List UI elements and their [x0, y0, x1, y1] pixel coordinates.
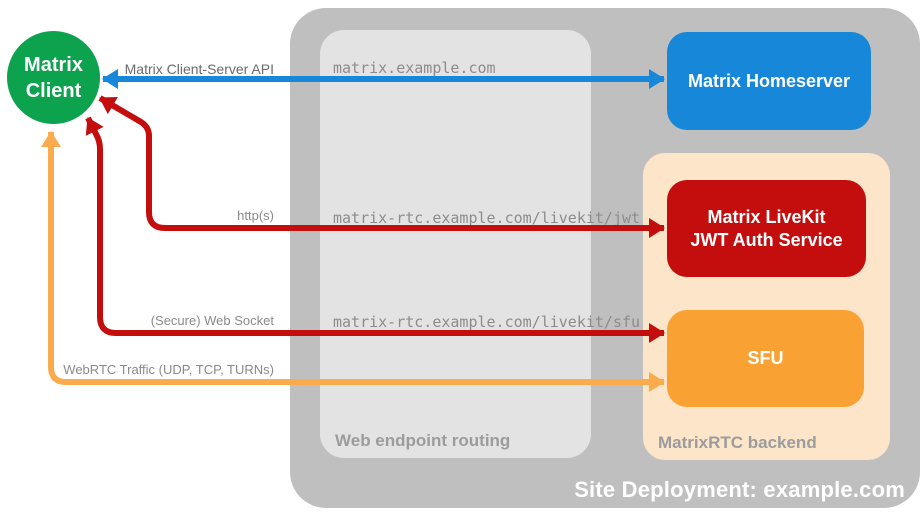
- matrix-homeserver-node: Matrix Homeserver: [667, 32, 871, 130]
- site-deployment-title: Site Deployment: example.com: [574, 477, 905, 502]
- url-livekit-jwt: matrix-rtc.example.com/livekit/jwt: [333, 209, 641, 227]
- matrix-client-label-line1: Matrix: [24, 53, 83, 76]
- https-label: http(s): [237, 208, 274, 223]
- livekit-jwt-auth-node: Matrix LiveKit JWT Auth Service: [667, 180, 866, 277]
- matrix-client-label-line2: Client: [25, 79, 82, 102]
- url-homeserver: matrix.example.com: [333, 59, 496, 77]
- sfu-label: SFU: [747, 348, 784, 369]
- sfu-node: SFU: [667, 310, 864, 407]
- websocket-label: (Secure) Web Socket: [150, 313, 274, 328]
- web-endpoint-routing-zone: Web endpoint routing: [320, 30, 591, 458]
- url-livekit-sfu: matrix-rtc.example.com/livekit/sfu: [333, 313, 641, 331]
- matrix-homeserver-label: Matrix Homeserver: [687, 70, 851, 91]
- matrixrtc-backend-label: MatrixRTC backend: [658, 433, 817, 452]
- matrix-client-node: Matrix Client: [7, 31, 100, 124]
- client-server-api-label: Matrix Client-Server API: [124, 61, 274, 77]
- web-endpoint-routing-label: Web endpoint routing: [335, 431, 511, 450]
- webrtc-traffic-label: WebRTC Traffic (UDP, TCP, TURNs): [63, 362, 274, 377]
- livekit-jwt-auth-label: Matrix LiveKit JWT Auth Service: [690, 207, 843, 250]
